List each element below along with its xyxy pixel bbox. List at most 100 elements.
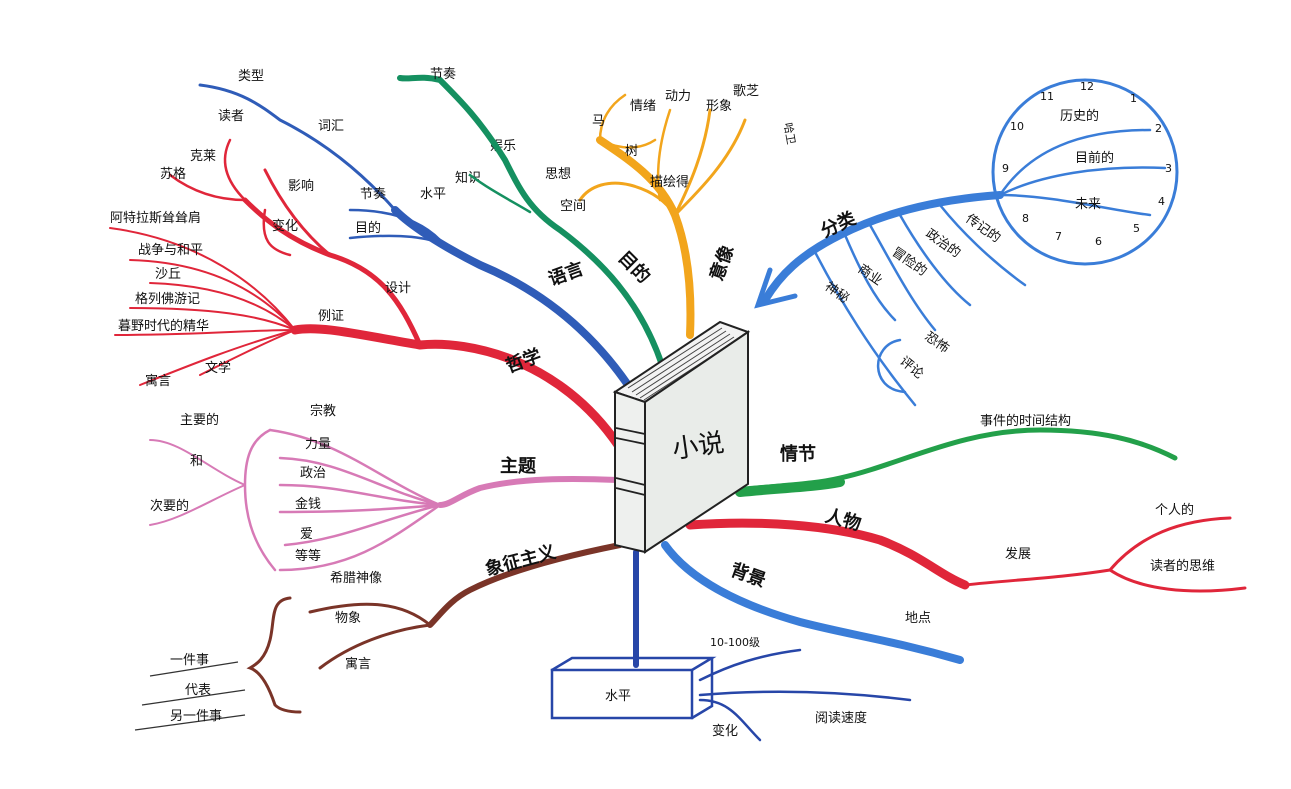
theme-left-line	[149, 484, 246, 526]
language-item-label: 节奏	[360, 187, 386, 202]
language-item-label: 知识	[455, 170, 481, 186]
genre-clock-numbers: 1 2 3 4 5 6 7 8 9 10 11 12	[1002, 80, 1172, 248]
philosophy-leaf-line	[129, 259, 296, 331]
philosophy-sub-label: 影响	[288, 178, 314, 194]
character-item-label: 读者的思维	[1150, 558, 1215, 574]
clock-number: 10	[1010, 120, 1024, 133]
imagery-item-label: 思想	[545, 166, 571, 182]
imagery-item-label: 动力	[665, 89, 691, 104]
symbolism-item-label: 希腊神像	[330, 571, 382, 586]
philosophy-leaf-label: 沙丘	[155, 267, 181, 282]
underline	[134, 714, 246, 731]
genre-time-circle	[991, 78, 1179, 266]
imagery-item-label: 马	[592, 114, 605, 129]
language-main-line	[391, 206, 632, 389]
genre-item-label: 恐怖	[922, 329, 952, 357]
branch-plot	[735, 427, 1178, 497]
branch-language	[198, 83, 632, 389]
theme-left-label: 主要的	[180, 412, 219, 428]
level-item-label: 阅读速度	[815, 710, 867, 726]
philosophy-sub-line	[263, 168, 332, 257]
imagery-item-label: 空间	[560, 199, 586, 214]
symbolism-line-label: 另一件事	[170, 709, 222, 724]
book-spine	[614, 390, 646, 554]
theme-sub-line	[268, 428, 442, 507]
genre-sub-line	[938, 203, 1027, 287]
language-item-label: 水平	[420, 187, 446, 202]
branch-philosophy	[109, 138, 623, 450]
level-item-label: 10-100级	[710, 636, 760, 649]
imagery-sub-line	[598, 93, 627, 142]
philosophy-leaf-line	[199, 329, 296, 376]
symbolism-sub-line	[308, 602, 432, 627]
philosophy-sub-label: 苏格	[160, 166, 186, 182]
character-sub-line	[1108, 568, 1247, 593]
plot-thick-segment	[735, 477, 845, 497]
language-label: 语言	[545, 257, 586, 290]
philosophy-leaf-line	[139, 329, 296, 386]
genre-sub-line	[868, 223, 937, 332]
setting-label: 背景	[727, 559, 768, 592]
theme-item-label: 爱	[300, 527, 313, 542]
theme-item-label: 力量	[305, 437, 331, 452]
purpose-label: 目的	[614, 247, 655, 288]
theme-item-label: 政治	[300, 466, 326, 481]
book-spine-band	[615, 427, 646, 496]
level-sub-line	[698, 690, 912, 702]
center-label: 小说	[670, 428, 726, 465]
branch-purpose	[397, 74, 665, 368]
symbolism-label: 象征主义	[483, 541, 558, 581]
imagery-item-label: 情绪	[630, 99, 656, 114]
book-pages	[627, 327, 739, 401]
clock-number: 4	[1158, 195, 1165, 208]
philosophy-sub-label: 例证	[318, 309, 344, 324]
imagery-main-line	[596, 136, 695, 339]
branch-theme	[149, 428, 621, 572]
genre-main-line	[761, 191, 1004, 304]
symbolism-line-label: 代表	[185, 683, 211, 698]
character-item-label: 个人的	[1155, 502, 1194, 518]
theme-left-line	[149, 439, 246, 486]
branch-character	[685, 516, 1247, 593]
genre-circle-line	[998, 166, 1167, 197]
level-box-depth	[550, 656, 717, 720]
imagery-sub-line	[578, 181, 677, 217]
philosophy-leaf-label: 战争与和平	[138, 243, 203, 258]
symbolism-sub-line	[318, 623, 432, 670]
theme-left-label: 次要的	[150, 498, 189, 514]
symbolism-item-label: 物象	[335, 611, 361, 626]
imagery-item-label: 歌芝	[733, 83, 759, 99]
theme-main-line	[437, 475, 621, 508]
symbolism-underlines	[134, 661, 246, 731]
branch-level	[550, 549, 912, 742]
theme-sub-line	[278, 503, 442, 514]
genre-circle-label: 未来	[1075, 197, 1101, 212]
theme-sub-line	[278, 483, 442, 507]
philosophy-leaf-label: 暮野时代的精华	[118, 318, 209, 334]
character-sub-line	[1108, 516, 1232, 572]
theme-item-label: 等等	[295, 548, 321, 564]
genre-item-label: 传记的	[963, 211, 1004, 246]
purpose-sub-line	[468, 173, 532, 214]
book-icon	[612, 320, 751, 554]
imagery-sub-line	[656, 108, 672, 202]
symbolism-bracket	[246, 596, 302, 714]
philosophy-sub-label: 变化	[272, 218, 298, 234]
theme-label: 主题	[500, 455, 537, 477]
branch-setting	[661, 541, 964, 664]
symbolism-item-label: 寓言	[345, 656, 371, 672]
branch-symbolism	[246, 542, 623, 714]
language-sub-line	[198, 83, 397, 212]
character-main-line	[685, 518, 970, 590]
clock-number: 12	[1080, 80, 1094, 93]
setting-item-label: 地点	[905, 611, 931, 626]
philosophy-main-line	[290, 324, 623, 450]
theme-sub-line	[278, 503, 442, 572]
genre-item-label: 评论	[897, 354, 927, 382]
clock-number: 2	[1155, 122, 1162, 135]
clock-number: 5	[1133, 222, 1140, 235]
genre-sub-line	[813, 250, 917, 407]
symbolism-main-line	[427, 542, 623, 628]
setting-main-line	[661, 541, 964, 664]
